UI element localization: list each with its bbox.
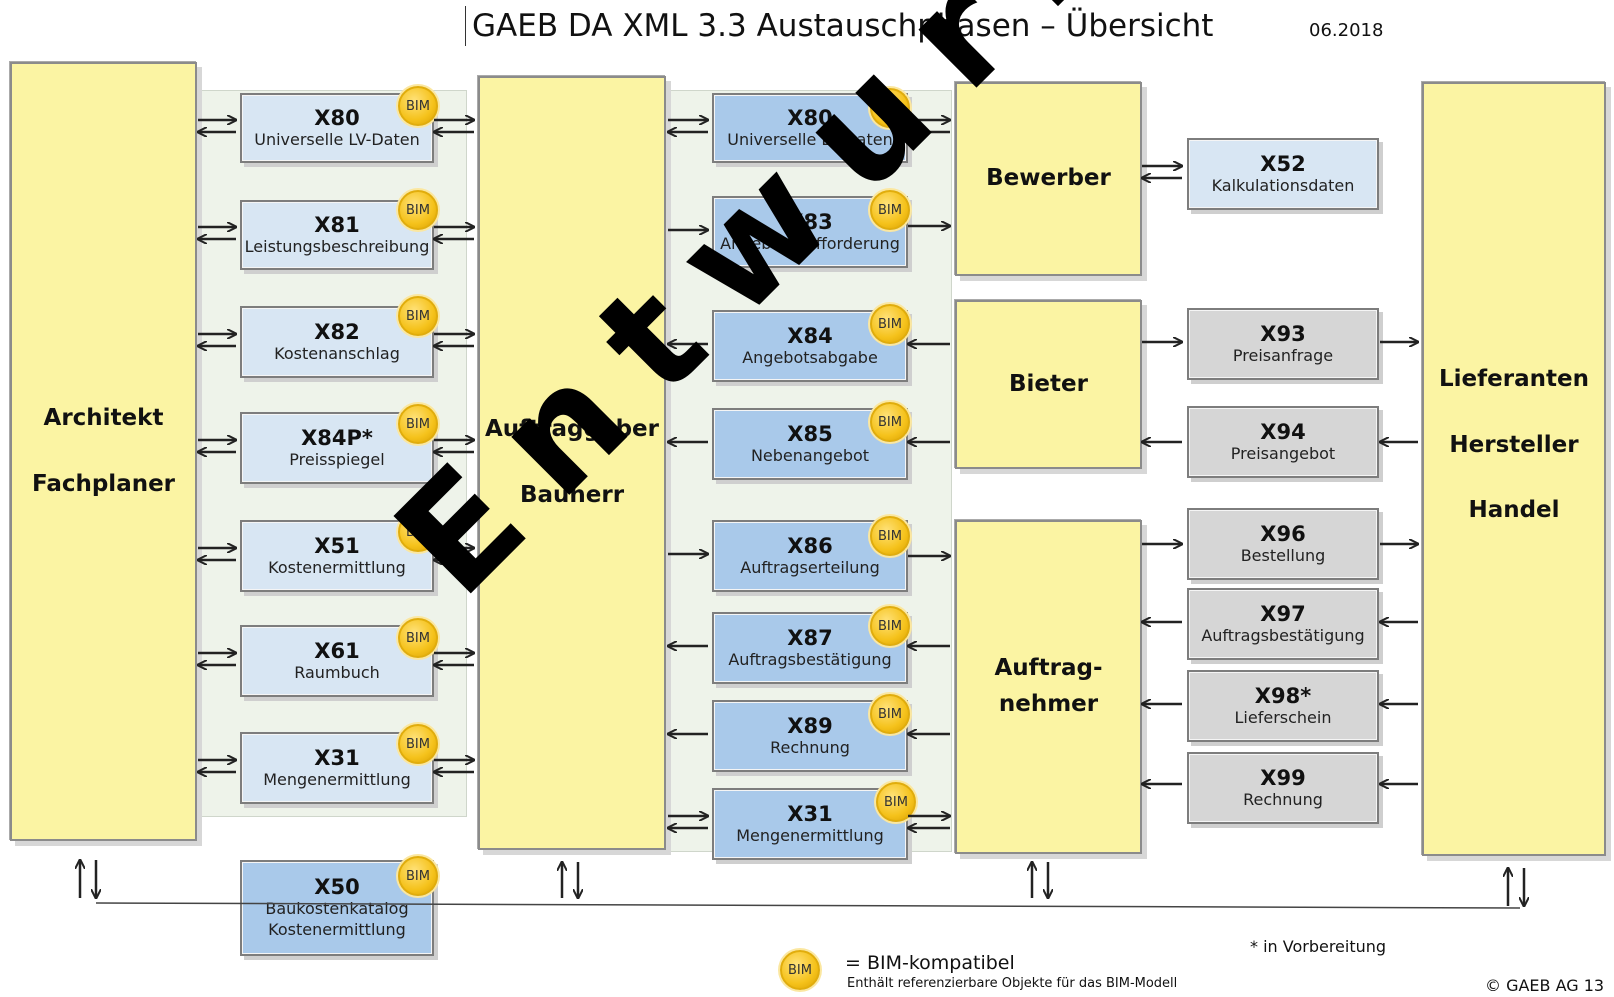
bim-badge-icon: BIM [398, 296, 438, 336]
box-code: X96 [1260, 521, 1306, 546]
box-label: Rechnung [770, 737, 850, 757]
box-code: X84P* [301, 425, 373, 450]
box-code: X31 [314, 745, 360, 770]
box-code: X89 [787, 713, 833, 738]
actor-architekt-line1: Architekt [43, 404, 164, 431]
bim-legend-icon: BIM [780, 950, 820, 990]
box-label: Auftragserteilung [740, 557, 880, 577]
bim-badge-icon: BIM [398, 404, 438, 444]
box-label: Bestellung [1240, 545, 1326, 565]
box-code: X51 [314, 533, 360, 558]
legend-subtext: Enthält referenzierbare Objekte für das … [847, 976, 1178, 991]
actor-auftraggeber: Auftraggeber Bauherr [478, 76, 666, 850]
bim-badge-icon: BIM [876, 782, 916, 822]
box-code: X61 [314, 638, 360, 663]
box-code: X52 [1260, 151, 1306, 176]
date-label: 06.2018 [1309, 20, 1384, 41]
box-col3-x98: X98*Lieferschein [1187, 670, 1379, 742]
bim-badge-icon: BIM [870, 88, 910, 128]
box-label-2: Kostenermittlung [268, 920, 406, 940]
box-code: X93 [1260, 321, 1306, 346]
bim-badge-icon: BIM [398, 856, 438, 896]
bim-badge-icon: BIM [398, 512, 438, 552]
box-code: X83 [787, 209, 833, 234]
bim-badge-icon: BIM [870, 402, 910, 442]
box-label: Mengenermittlung [736, 825, 884, 845]
bim-badge-icon: BIM [398, 190, 438, 230]
box-label: Auftragsbestätigung [728, 649, 892, 669]
box-code: X94 [1260, 419, 1306, 444]
actor-bieter: Bieter [955, 300, 1142, 469]
actor-auftragnehmer: Auftrag- nehmer [955, 520, 1142, 854]
legend-text: = BIM-kompatibel [845, 952, 1015, 974]
box-label: Leistungsbeschreibung [244, 236, 430, 256]
copyright: © GAEB AG 13 [1485, 976, 1605, 995]
box-code: X82 [314, 319, 360, 344]
box-code: X50 [314, 875, 360, 900]
box-code: X98* [1254, 683, 1312, 708]
bim-badge-icon: BIM [870, 694, 910, 734]
actor-lieferanten-line1: Lieferanten [1439, 366, 1589, 392]
box-code: X97 [1260, 601, 1306, 626]
box-label: Mengenermittlung [263, 769, 411, 789]
box-label: Nebenangebot [750, 445, 870, 465]
bim-badge-icon: BIM [870, 516, 910, 556]
bottom-connector-line [95, 902, 1521, 909]
actor-bieter-line1: Bieter [1009, 370, 1088, 397]
box-label: Raumbuch [294, 662, 380, 682]
box-label: Lieferschein [1234, 707, 1332, 727]
box-label: Kostenanschlag [274, 343, 400, 363]
box-label: Preisangebot [1230, 443, 1336, 463]
actor-auftraggeber-line2: Bauherr [519, 482, 625, 508]
actor-architekt: Architekt Fachplaner [10, 62, 197, 841]
box-code: X81 [314, 212, 360, 237]
actor-lieferanten-line2: Hersteller [1449, 431, 1579, 458]
box-label: Rechnung [1243, 789, 1323, 809]
bim-badge-icon: BIM [398, 618, 438, 658]
box-code: X87 [787, 625, 833, 650]
box-label: Auftragsbestätigung [1201, 625, 1365, 645]
actor-lieferanten-line3: Handel [1468, 497, 1560, 524]
actor-auftragnehmer-line2: nehmer [998, 691, 1099, 717]
box-code: X85 [787, 421, 833, 446]
box-label: Preisanfrage [1232, 345, 1334, 365]
box-label: Kostenermittlung [268, 557, 406, 577]
box-label: Universelle LV-Daten [254, 129, 420, 149]
box-code: X31 [787, 801, 833, 826]
bim-badge-icon: BIM [870, 190, 910, 230]
bim-badge-icon: BIM [870, 304, 910, 344]
box-code: X84 [787, 323, 833, 348]
box-label: Angebotsabgabe [742, 347, 878, 367]
footnote: * in Vorbereitung [1250, 937, 1387, 956]
box-label: Universelle LV-Daten [727, 129, 893, 149]
actor-lieferanten: Lieferanten Hersteller Handel [1422, 82, 1606, 856]
box-code: X80 [787, 105, 833, 130]
actor-auftraggeber-line1: Auftraggeber [485, 416, 659, 443]
actor-architekt-line2: Fachplaner [31, 470, 176, 497]
box-label: Angebotsaufforderung [720, 233, 900, 253]
box-code: X99 [1260, 765, 1306, 790]
actor-bewerber-line1: Bewerber [986, 165, 1111, 192]
bim-badge-icon: BIM [398, 724, 438, 764]
box-code: X80 [314, 105, 360, 130]
box-code: X86 [787, 533, 833, 558]
page-title: GAEB DA XML 3.3 Austauschphasen – Übersi… [465, 6, 1213, 46]
bim-badge-icon: BIM [398, 86, 438, 126]
actor-auftragnehmer-line1: Auftrag- [994, 655, 1103, 682]
box-label: Preisspiegel [289, 449, 385, 469]
box-label: Kalkulationsdaten [1211, 175, 1355, 195]
bim-badge-icon: BIM [870, 606, 910, 646]
